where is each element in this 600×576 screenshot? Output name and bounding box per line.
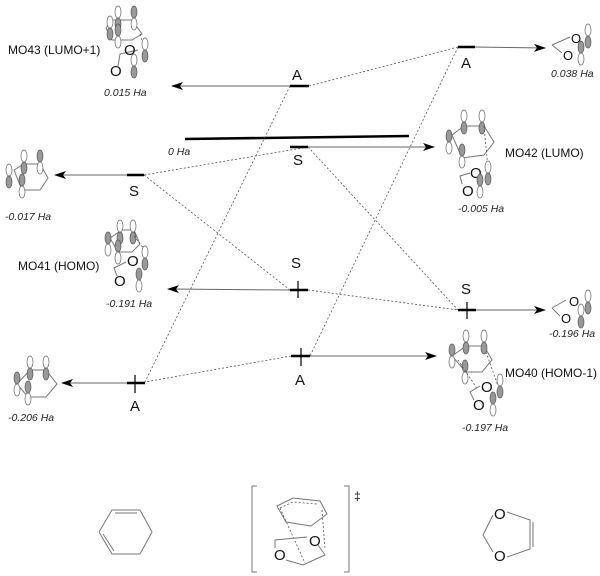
svg-text:O: O: [571, 31, 581, 46]
svg-text:A: A: [295, 372, 305, 389]
mo40-energy: -0.197 Ha: [462, 422, 508, 434]
svg-text:O: O: [462, 183, 474, 200]
cyclohexadiene-structure: [98, 509, 153, 555]
svg-text:S: S: [291, 255, 301, 272]
mo42-label: MO42 (LUMO): [505, 146, 584, 160]
right-level-a: A: [458, 43, 546, 72]
dioxole-s-orbital-picture: O O: [551, 289, 592, 329]
cyclohexadiene-s-orbital-picture: [5, 149, 49, 199]
transition-state-structure: ‡ O O: [251, 485, 361, 573]
svg-text:O: O: [569, 294, 579, 309]
mo43-energy: 0.015 Ha: [104, 87, 147, 99]
cyclohexadiene-a-energy: -0.206 Ha: [8, 412, 54, 424]
svg-text:S: S: [461, 281, 471, 298]
mo42-energy: -0.005 Ha: [458, 203, 504, 215]
mo41-label: MO41 (HOMO): [18, 259, 99, 273]
dioxole-a-orbital-picture: O O: [551, 23, 592, 66]
mo40-label: MO40 (HOMO-1): [505, 366, 597, 380]
left-level-s: S: [54, 171, 144, 200]
dioxole-a-energy: 0.038 Ha: [551, 68, 594, 80]
mo41-orbital-picture: O O: [104, 219, 149, 293]
correlation-lines: [143, 46, 459, 383]
svg-text:O: O: [561, 311, 571, 326]
svg-text:A: A: [130, 398, 140, 415]
svg-text:A: A: [292, 67, 302, 84]
ts-level-mo43: A: [171, 67, 309, 90]
cyclohexadiene-s-energy: -0.017 Ha: [5, 211, 51, 223]
svg-text:O: O: [114, 273, 126, 290]
svg-text:O: O: [481, 379, 493, 396]
dioxole-structure: O O: [482, 506, 534, 565]
dioxole-s-energy: -0.196 Ha: [549, 328, 595, 340]
svg-text:O: O: [563, 48, 573, 63]
svg-text:O: O: [470, 165, 482, 182]
mo43-orbital-picture: O O: [105, 5, 149, 80]
mo41-energy: -0.191 Ha: [106, 298, 152, 310]
zero-energy-line: [184, 134, 410, 141]
zero-energy-label: 0 Ha: [168, 146, 190, 158]
svg-text:O: O: [473, 397, 485, 414]
ts-level-mo42: S: [290, 143, 435, 169]
svg-text:O: O: [110, 63, 122, 80]
cyclohexadiene-a-orbital-picture: [13, 355, 58, 406]
svg-text:A: A: [461, 55, 471, 72]
mo43-label: MO43 (LUMO+1): [8, 43, 100, 57]
svg-text:O: O: [274, 547, 286, 564]
mo40-orbital-picture: O O: [448, 329, 504, 417]
ts-level-mo41: S: [167, 255, 308, 298]
svg-text:O: O: [494, 506, 506, 523]
mo42-orbital-picture: O O: [445, 109, 495, 200]
svg-text:S: S: [293, 152, 303, 169]
svg-text:O: O: [494, 548, 506, 565]
ts-level-mo40: A: [291, 348, 437, 389]
svg-text:O: O: [127, 253, 139, 270]
svg-text:S: S: [129, 183, 139, 200]
right-level-s: S: [458, 281, 546, 319]
svg-text:O: O: [124, 42, 136, 59]
ts-double-dagger: ‡: [354, 489, 361, 503]
svg-text:O: O: [309, 533, 321, 550]
left-level-a: A: [61, 375, 145, 415]
